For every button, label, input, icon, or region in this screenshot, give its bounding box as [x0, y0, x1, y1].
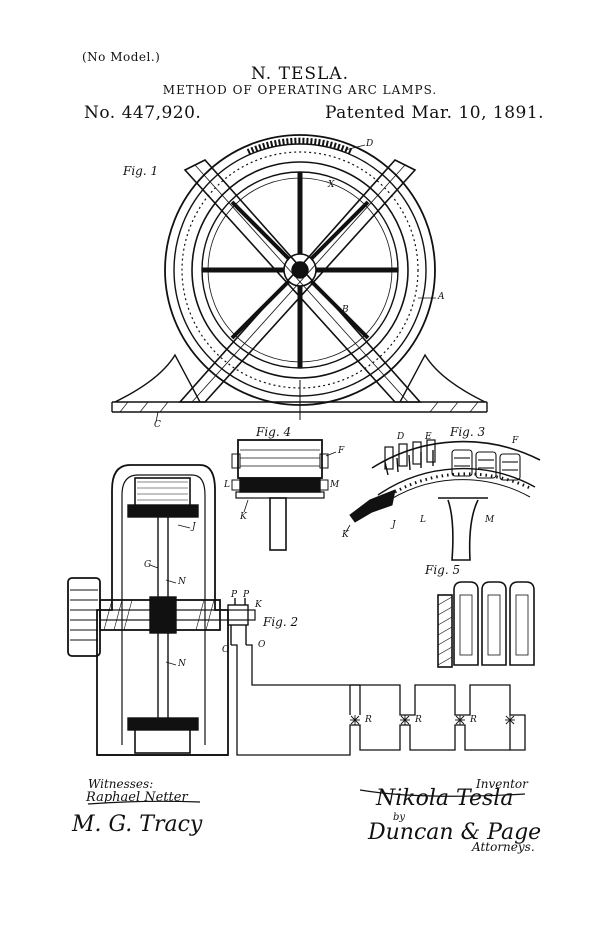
label-e-fig3: E — [425, 432, 432, 442]
label-x-fig1: X — [328, 180, 335, 190]
fig4-label: Fig. 4 — [256, 425, 292, 439]
label-f-fig3: F — [512, 436, 519, 446]
fig5-label: Fig. 5 — [425, 563, 461, 577]
label-b-fig1: B — [342, 305, 349, 315]
witness-2-signature: M. G. Tracy — [72, 812, 203, 837]
patent-date: Patented Mar. 10, 1891. — [325, 103, 545, 123]
witness-1-signature: Raphael Netter — [86, 790, 188, 805]
signature-flourishes — [87, 789, 526, 805]
label-r-3: R — [470, 715, 477, 725]
no-model-note: (No Model.) — [82, 50, 161, 64]
fig5-drawing — [437, 581, 535, 668]
label-g-fig2: G — [144, 560, 152, 570]
fig3-drawing — [345, 439, 541, 561]
label-r-2: R — [415, 715, 422, 725]
inventor-label: Inventor — [476, 777, 528, 791]
patent-title: METHOD OF OPERATING ARC LAMPS. — [162, 83, 438, 97]
label-d-fig3: D — [397, 432, 405, 442]
attorneys-signature: Duncan & Page — [368, 820, 542, 845]
fig1-label: Fig. 1 — [123, 164, 159, 178]
label-o-right-fig2: O — [258, 640, 266, 650]
patent-number: No. 447,920. — [84, 103, 202, 123]
inventor-signature: Nikola Tesla — [376, 786, 514, 811]
label-k-fig3: K — [342, 530, 349, 540]
by-label: by — [393, 812, 406, 823]
attorneys-label: Attorneys. — [472, 840, 535, 854]
label-k-fig2: K — [255, 600, 262, 610]
label-c-fig1: C — [154, 420, 161, 430]
inventor-name: N. TESLA. — [251, 64, 349, 84]
fig4-drawing — [231, 439, 337, 551]
label-l-fig3: L — [420, 515, 426, 525]
label-r-1: R — [365, 715, 372, 725]
label-p-left-fig2: P — [231, 590, 238, 600]
label-j-fig2: J — [192, 522, 196, 532]
label-f-fig4: F — [338, 446, 345, 456]
fig2-label: Fig. 2 — [263, 615, 299, 629]
fig3-label: Fig. 3 — [450, 425, 486, 439]
label-o-left-fig2: O — [222, 645, 230, 655]
label-n-bottom-fig2: N — [178, 659, 186, 669]
fig1-drawing — [111, 134, 488, 423]
label-m-fig4: M — [330, 480, 340, 490]
label-p-right-fig2: P — [243, 590, 250, 600]
label-j-fig3: J — [392, 520, 396, 530]
label-d-fig1: D — [366, 139, 374, 149]
label-l-fig4: L — [224, 480, 230, 490]
witnesses-label: Witnesses: — [88, 777, 154, 791]
label-m-fig3: M — [485, 515, 495, 525]
label-n-top-fig2: N — [178, 577, 186, 587]
label-a-fig1: A — [438, 292, 445, 302]
label-k-fig4: K — [240, 512, 247, 522]
lamp-circuit — [231, 644, 526, 756]
fig2-drawing — [67, 464, 256, 756]
